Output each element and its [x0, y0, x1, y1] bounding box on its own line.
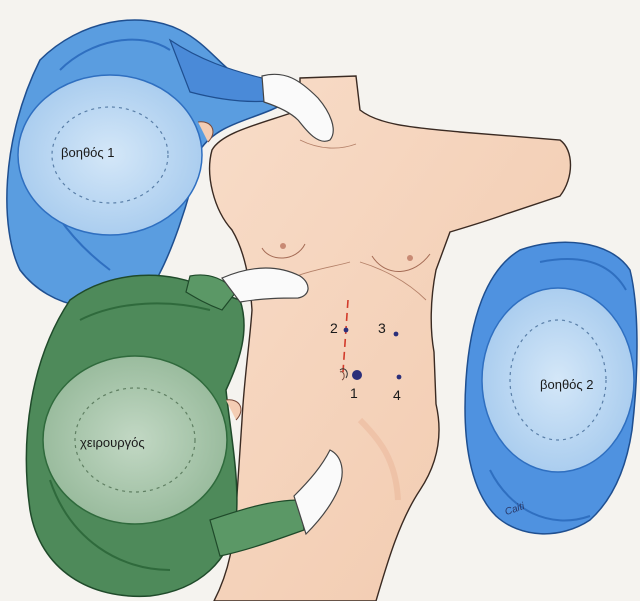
assistant-2-label: βοηθός 2: [540, 378, 594, 391]
assistant-1-label: βοηθός 1: [61, 146, 115, 159]
port-dot-2: [344, 328, 349, 333]
port-dot-4: [397, 375, 402, 380]
port-dot-1: [352, 370, 362, 380]
port-label-3: 3: [378, 321, 386, 335]
port-label-1: 1: [350, 386, 358, 400]
surgeon-label: χειρουργός: [80, 436, 145, 449]
port-dot-3: [394, 332, 399, 337]
port-label-2: 2: [330, 321, 338, 335]
port-label-4: 4: [393, 388, 401, 402]
